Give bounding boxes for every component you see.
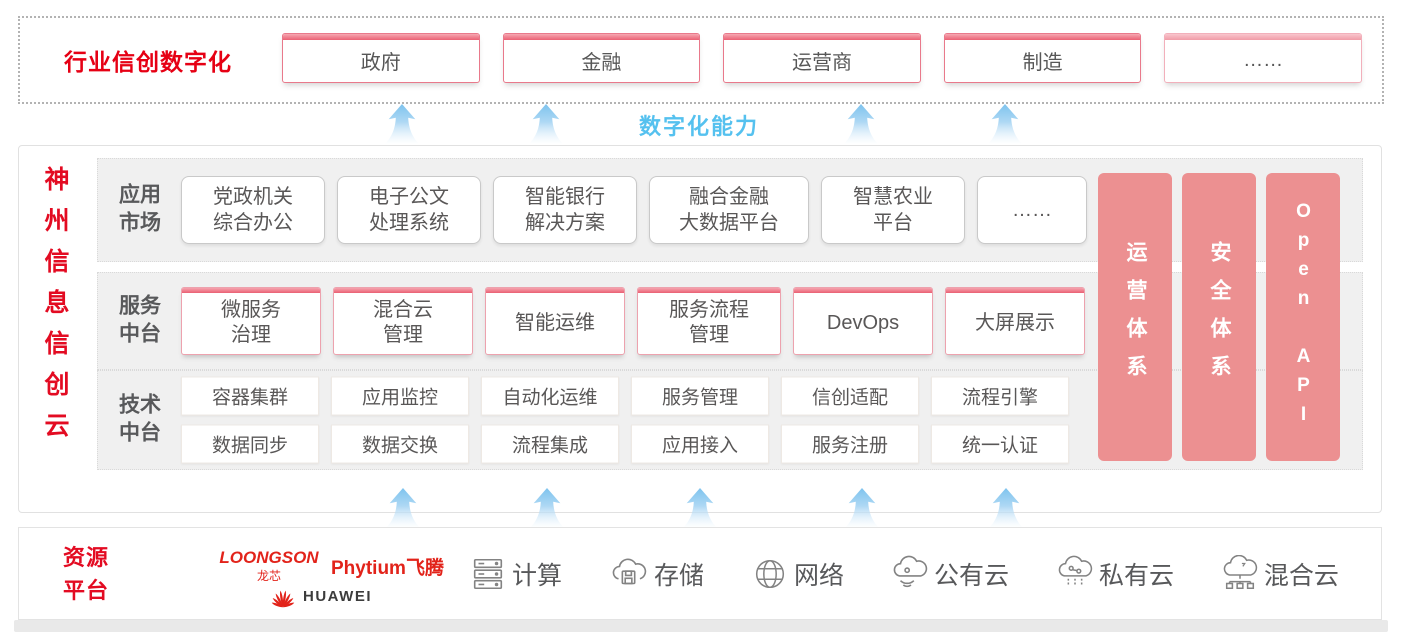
service-item-box: 大屏展示 xyxy=(945,287,1085,355)
up-arrow-icon xyxy=(988,488,1024,528)
up-arrow-icon xyxy=(528,104,564,144)
tech-item-box: 服务管理 xyxy=(631,376,769,416)
service-platform-row: 服务 中台 微服务 治理 混合云 管理 智能运维 服务流程 管理 DevOps … xyxy=(97,272,1363,370)
resource-item-compute: 计算 xyxy=(469,555,562,593)
tech-item-box: 流程引擎 xyxy=(931,376,1069,416)
industry-sector-box: 政府 xyxy=(282,33,480,83)
pillar-operations: 运营体系 xyxy=(1098,173,1172,461)
industry-sector-box: 运营商 xyxy=(723,33,921,83)
resource-item-private-cloud: 私有云 xyxy=(1056,555,1174,593)
app-item-box: 电子公文 处理系统 xyxy=(337,176,481,244)
resource-item-label: 网络 xyxy=(793,561,844,590)
resource-item-label: 公有云 xyxy=(933,561,1009,590)
resource-item-label: 私有云 xyxy=(1098,561,1174,590)
tech-item-box: 服务注册 xyxy=(781,424,919,464)
resource-item-hybrid-cloud: 混合云 xyxy=(1221,554,1339,593)
loongson-chinese: 龙芯 xyxy=(256,569,281,583)
network-icon xyxy=(755,559,785,588)
app-item-box: 智能银行 解决方案 xyxy=(493,176,637,244)
resource-item-label: 混合云 xyxy=(1263,561,1339,590)
service-item-box: 混合云 管理 xyxy=(333,287,473,355)
tech-item-box: 数据同步 xyxy=(181,424,319,464)
resource-panel: 资源 平台 LOONGSON 龙芯 Phytium飞腾 HUAWEI xyxy=(18,527,1382,620)
resource-item-public-cloud: 公有云 xyxy=(891,555,1009,593)
resource-item-network: 网络 xyxy=(751,555,844,593)
resource-item-list: 计算 存储 网络 xyxy=(469,528,1339,619)
pillar-open-api: Open API xyxy=(1266,173,1340,461)
tech-item-box: 数据交换 xyxy=(331,424,469,464)
service-item-box: 服务流程 管理 xyxy=(637,287,781,355)
service-item-box: 智能运维 xyxy=(485,287,625,355)
row-label-service: 服务 中台 xyxy=(119,294,161,346)
app-item-box: 融合金融 大数据平台 xyxy=(649,176,809,244)
up-arrow-icon xyxy=(987,104,1023,144)
tech-item-box: 流程集成 xyxy=(481,424,619,464)
huawei-flower-icon xyxy=(271,590,295,608)
row-label-tech: 技术 中台 xyxy=(119,393,161,445)
hybrid-cloud-icon xyxy=(1223,554,1258,589)
compute-icon xyxy=(473,558,503,589)
resource-item-label: 存储 xyxy=(653,561,704,590)
tech-item-box: 应用接入 xyxy=(631,424,769,464)
service-item-list: 微服务 治理 混合云 管理 智能运维 服务流程 管理 DevOps 大屏展示 xyxy=(181,287,1085,355)
up-arrow-icon xyxy=(384,104,420,144)
up-arrow-icon xyxy=(385,488,421,528)
resource-item-label: 计算 xyxy=(512,561,563,590)
huawei-wordmark: HUAWEI xyxy=(303,587,372,605)
up-arrow-icon xyxy=(529,488,565,528)
resource-title: 资源 平台 xyxy=(63,544,110,603)
up-arrow-icon xyxy=(844,488,880,528)
app-item-box: 党政机关 综合办公 xyxy=(181,176,325,244)
loongson-wordmark: LOONGSON xyxy=(219,548,319,567)
tech-item-grid: 容器集群 应用监控 自动化运维 服务管理 信创适配 流程引擎 数据同步 数据交换… xyxy=(181,376,1069,464)
service-item-box: DevOps xyxy=(793,287,933,355)
private-cloud-icon xyxy=(1058,555,1093,586)
platform-title-vertical: 神州信息信创云 xyxy=(41,166,69,453)
loongson-logo: LOONGSON 龙芯 xyxy=(219,548,319,584)
industry-sector-box-more: …… xyxy=(1164,33,1362,83)
app-market-row: 应用 市场 党政机关 综合办公 电子公文 处理系统 智能银行 解决方案 融合金融… xyxy=(97,158,1363,262)
tech-item-box: 自动化运维 xyxy=(481,376,619,416)
industry-banner: 行业信创数字化 政府 金融 运营商 制造 …… xyxy=(18,16,1384,104)
app-item-box-more: …… xyxy=(977,176,1087,244)
industry-sector-box: 金融 xyxy=(502,33,701,83)
tech-item-box: 应用监控 xyxy=(331,376,469,416)
digital-capability-label: 数字化能力 xyxy=(639,114,760,139)
storage-icon xyxy=(612,557,647,584)
bottom-shadow-bar xyxy=(14,620,1388,632)
industry-sector-box: 制造 xyxy=(943,33,1142,83)
row-label-app-market: 应用 市场 xyxy=(119,183,161,235)
resource-item-storage: 存储 xyxy=(609,555,704,593)
up-arrow-icon xyxy=(843,104,879,144)
service-item-box: 微服务 治理 xyxy=(181,287,321,355)
industry-sector-list: 政府 金融 运营商 制造 …… xyxy=(282,33,1362,83)
tech-item-box: 统一认证 xyxy=(931,424,1069,464)
phytium-logo: Phytium飞腾 xyxy=(331,558,444,579)
tech-item-box: 信创适配 xyxy=(781,376,919,416)
public-cloud-icon xyxy=(893,555,928,587)
industry-banner-title: 行业信创数字化 xyxy=(64,49,232,75)
tech-item-box: 容器集群 xyxy=(181,376,319,416)
huawei-logo: HUAWEI xyxy=(269,583,372,609)
app-item-list: 党政机关 综合办公 电子公文 处理系统 智能银行 解决方案 融合金融 大数据平台… xyxy=(181,176,1087,244)
up-arrow-icon xyxy=(682,488,718,528)
app-item-box: 智慧农业 平台 xyxy=(821,176,965,244)
pillar-security: 安全体系 xyxy=(1182,173,1256,461)
tech-platform-row: 技术 中台 容器集群 应用监控 自动化运维 服务管理 信创适配 流程引擎 数据同… xyxy=(97,370,1363,470)
